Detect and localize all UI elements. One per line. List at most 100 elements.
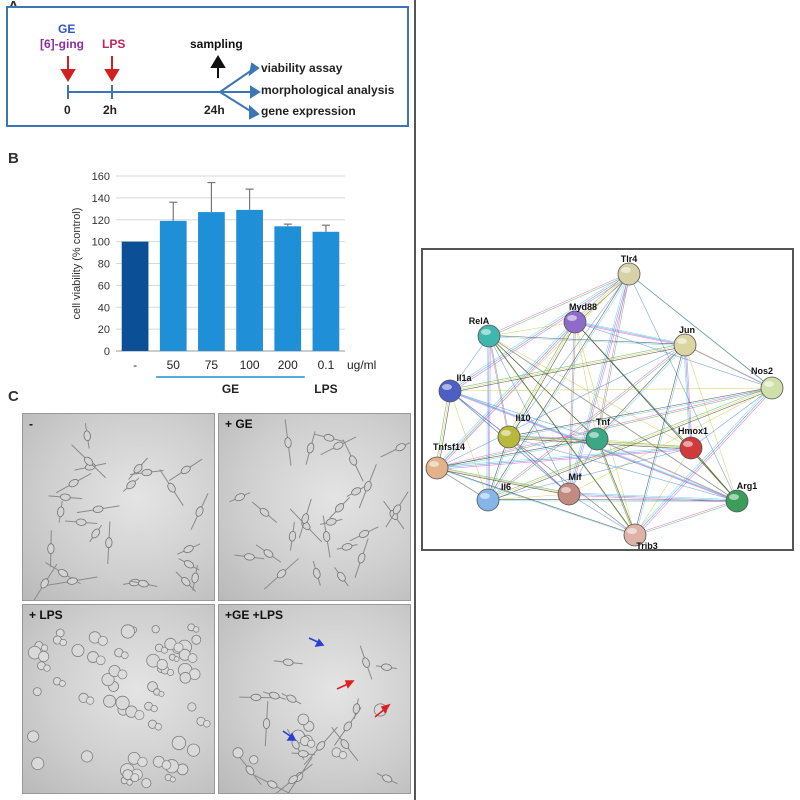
network-edge — [488, 500, 738, 502]
chart-group-lps: LPS — [314, 382, 337, 395]
micrograph-lps: + LPS — [22, 604, 215, 794]
node-highlight — [677, 338, 687, 344]
network-edge — [436, 438, 597, 468]
network-node-il10: Il10 — [497, 413, 531, 449]
cell — [151, 625, 160, 634]
cell — [75, 518, 87, 526]
cell — [307, 739, 316, 748]
ge-arrow-head — [60, 69, 76, 82]
cell — [86, 696, 95, 705]
cell — [183, 545, 194, 554]
node-label: Tlr4 — [621, 254, 638, 264]
cell — [126, 779, 133, 786]
network-edge — [596, 438, 692, 449]
bar — [159, 220, 187, 351]
output-viability: viability assay — [261, 61, 343, 75]
cell — [115, 695, 130, 710]
sampling-label: sampling — [190, 37, 243, 51]
network-node-myd88: Myd88 — [563, 302, 597, 334]
network-edge — [568, 273, 630, 495]
panel-b-letter: B — [8, 150, 19, 167]
network-edge — [568, 493, 636, 536]
network-edge — [683, 343, 690, 447]
network-edge — [436, 467, 570, 495]
network-node-nos2: Nos2 — [751, 366, 784, 400]
network-edge — [570, 495, 739, 503]
cell — [91, 528, 100, 539]
cell — [352, 703, 361, 714]
cell — [134, 710, 145, 721]
network-edge — [489, 336, 686, 346]
node-sphere — [497, 425, 521, 449]
cell — [167, 482, 176, 493]
cell — [57, 506, 65, 518]
node-highlight — [683, 441, 693, 447]
network-edge — [596, 344, 685, 439]
cell — [158, 690, 165, 697]
node-sphere — [585, 427, 609, 451]
node-sphere — [425, 456, 449, 480]
node-label: Myd88 — [569, 302, 597, 312]
cell — [58, 568, 69, 578]
network-edge — [489, 336, 510, 438]
network-edge — [486, 386, 771, 499]
output-gene-expression: gene expression — [261, 104, 356, 118]
bar — [274, 226, 302, 351]
cell — [340, 739, 350, 749]
cell — [47, 543, 55, 555]
cell — [263, 549, 274, 558]
network-edge — [488, 273, 629, 336]
network-edge — [488, 335, 570, 495]
cell — [349, 455, 358, 466]
cell — [249, 755, 259, 765]
sampling-arrow-icon — [210, 55, 226, 78]
network-node-il1a: Il1a — [438, 373, 472, 403]
node-sphere — [438, 379, 462, 403]
micrograph-ge-lps: +GE +LPS — [218, 604, 411, 794]
network-edge — [573, 320, 684, 344]
cell — [169, 776, 176, 783]
cell — [126, 480, 136, 490]
y-tick-label: 140 — [92, 193, 110, 205]
network-edge — [436, 447, 692, 469]
cell — [103, 694, 116, 708]
network-node-tlr4: Tlr4 — [617, 254, 641, 286]
cell — [59, 493, 71, 501]
cell — [191, 572, 199, 584]
network-edge — [576, 275, 631, 324]
cell — [83, 430, 91, 442]
network-edge — [436, 344, 686, 469]
treatment-arrows — [60, 56, 120, 82]
node-highlight — [621, 267, 631, 273]
network-edge — [438, 449, 693, 470]
cell — [173, 642, 184, 653]
cell — [71, 644, 85, 657]
network-edge — [437, 388, 773, 469]
network-edge — [435, 466, 568, 493]
cell — [234, 493, 245, 502]
output-arrows — [219, 62, 261, 120]
y-tick-label: 40 — [98, 302, 110, 314]
network-edge — [489, 274, 630, 337]
cell — [31, 757, 45, 771]
cell — [250, 693, 262, 701]
cell — [67, 577, 78, 585]
ge-label: GE — [58, 22, 76, 36]
node-highlight — [481, 329, 491, 335]
y-tick-label: 80 — [98, 259, 110, 271]
cell — [284, 437, 292, 448]
node-label: Nos2 — [751, 366, 773, 376]
network-node-rela: RelA — [469, 316, 501, 348]
micrograph-label: + LPS — [29, 608, 63, 622]
network-edge — [629, 274, 773, 389]
network-edge — [488, 335, 509, 437]
cell — [395, 443, 406, 452]
network-edge — [435, 389, 449, 467]
cell — [323, 434, 335, 442]
node-highlight — [501, 430, 511, 436]
y-tick-label: 100 — [92, 237, 110, 249]
cell — [341, 543, 353, 551]
network-edge — [574, 321, 686, 346]
node-highlight — [429, 461, 439, 467]
